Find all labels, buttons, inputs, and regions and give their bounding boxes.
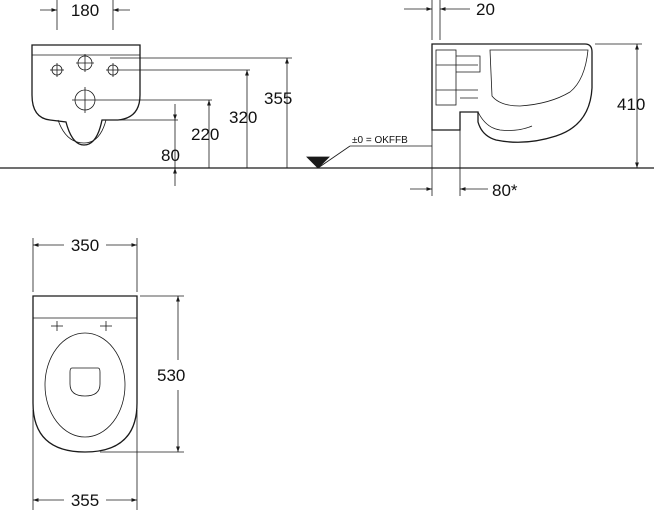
top-view: 350 530 355 <box>32 236 185 510</box>
dim-label-80-star: 80* <box>492 181 518 200</box>
floor-level-triangle <box>306 156 330 169</box>
floor-reference: ±0 = OKFFB <box>306 135 432 169</box>
dim-label-80: 80 <box>161 146 180 165</box>
top-view-outline <box>32 295 138 453</box>
dim-label-20: 20 <box>476 0 495 19</box>
front-view-body <box>31 44 141 146</box>
dim-label-180: 180 <box>71 1 99 20</box>
floor-leader <box>317 145 351 169</box>
dim-label-320: 320 <box>229 108 257 127</box>
dim-label-410: 410 <box>617 95 645 114</box>
front-view-bowl <box>57 119 107 144</box>
side-view: 20 410 80* <box>404 0 645 200</box>
top-view-bowl <box>44 332 126 438</box>
dim-label-355: 355 <box>264 89 292 108</box>
side-view-body <box>431 43 593 143</box>
side-view-flush-pipe <box>456 55 481 73</box>
top-view-drain <box>69 367 101 397</box>
dim-label-530: 530 <box>157 366 185 385</box>
floor-reference-label: ±0 = OKFFB <box>352 135 408 146</box>
dim-label-350: 350 <box>71 236 99 255</box>
dim-label-355-bottom: 355 <box>71 491 99 510</box>
dim-label-220: 220 <box>191 125 219 144</box>
front-view: 180 355 320 220 80 <box>31 0 292 186</box>
side-view-outlet <box>477 111 533 131</box>
side-view-bowl <box>489 49 589 107</box>
side-view-bracket <box>435 49 457 106</box>
